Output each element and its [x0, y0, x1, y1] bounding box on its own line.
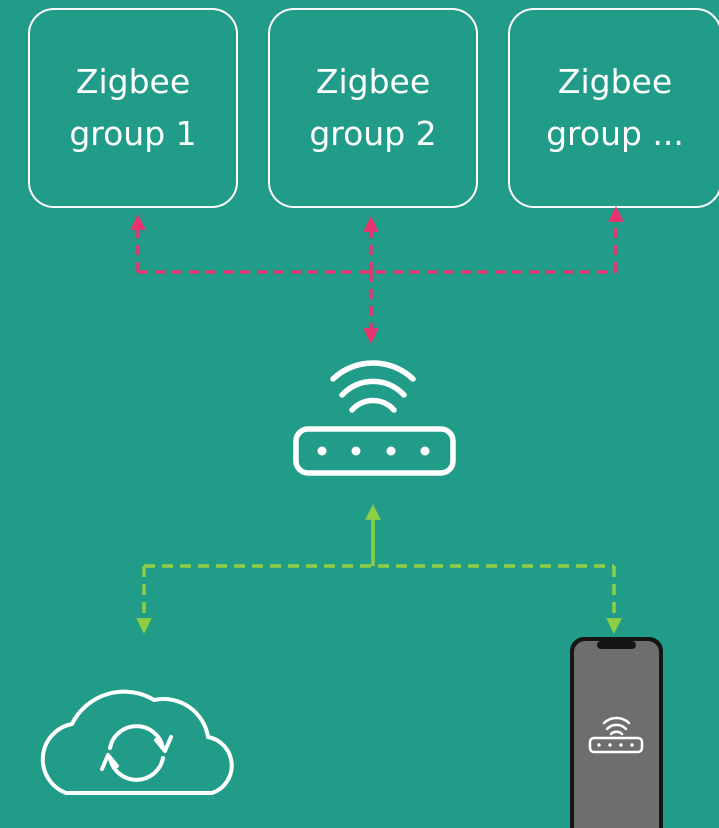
zigbee-group-2-line2: group 2 [309, 114, 437, 153]
zigbee-group-1-box: Zigbee group 1 [28, 8, 238, 208]
phone-app-icon [570, 637, 663, 828]
zigbee-links [130, 206, 624, 344]
zigbee-group-n-box: Zigbee group ... [508, 8, 719, 208]
zigbee-group-n-line2: group ... [546, 114, 684, 153]
zigbee-group-1-line2: group 1 [69, 114, 197, 153]
zigbee-group-2-box: Zigbee group 2 [268, 8, 478, 208]
zigbee-group-n-line1: Zigbee [557, 62, 673, 101]
zigbee-group-2-line1: Zigbee [315, 62, 431, 101]
router-icon [293, 360, 456, 476]
cloud-sync-icon [40, 689, 234, 795]
network-links [136, 504, 622, 634]
zigbee-group-1-line1: Zigbee [75, 62, 191, 101]
